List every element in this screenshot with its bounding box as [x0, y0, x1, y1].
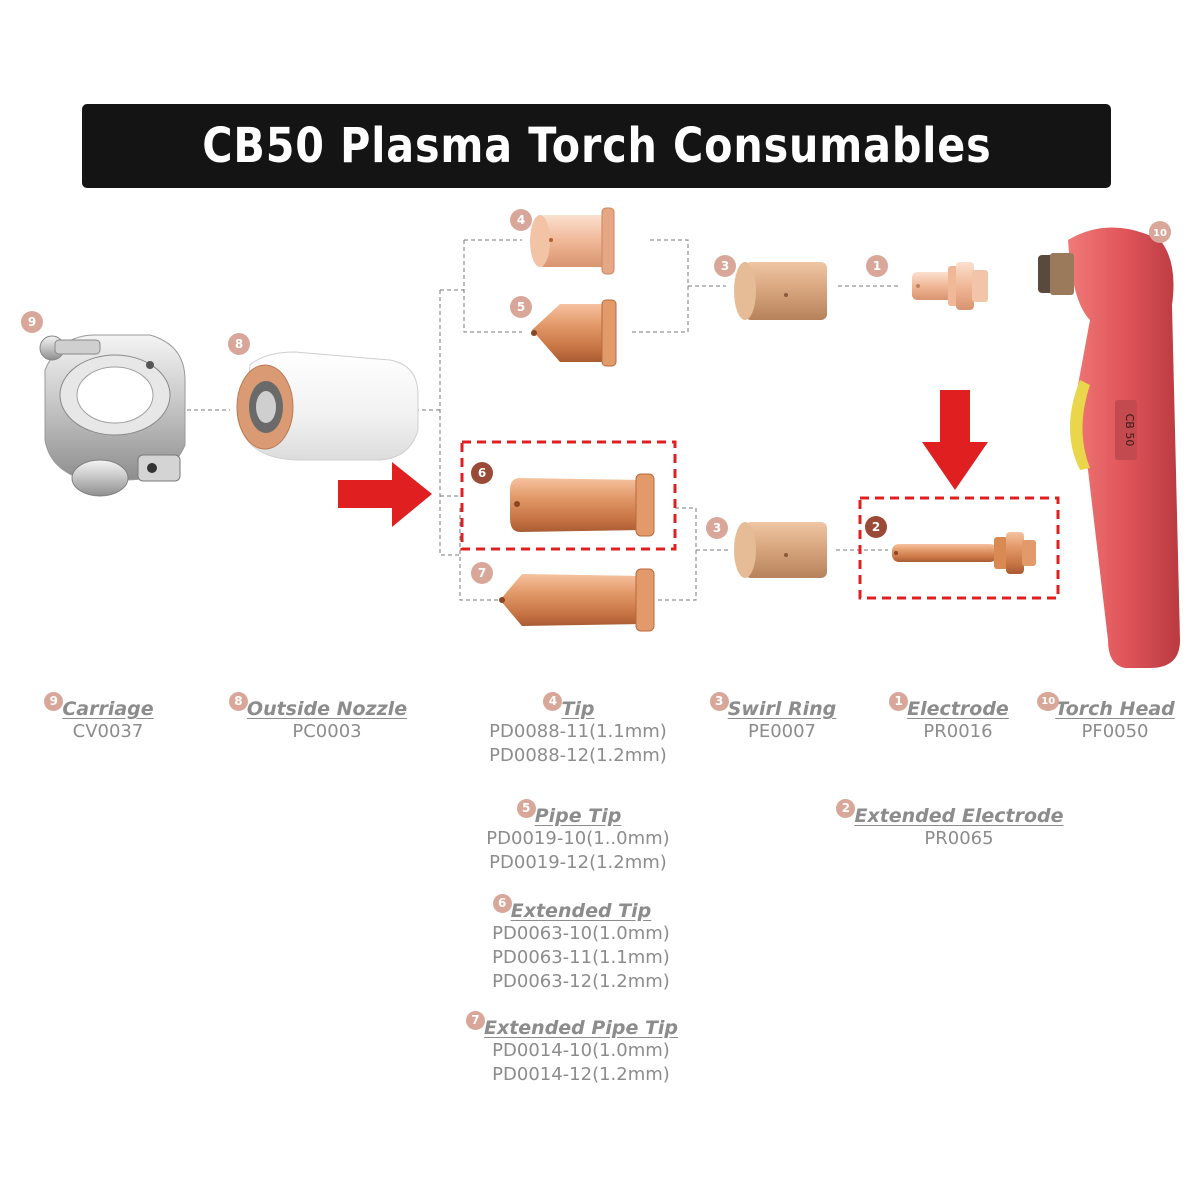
callout-badge: 2 — [865, 516, 887, 538]
tip-image — [530, 207, 615, 275]
svg-text:9: 9 — [28, 315, 36, 329]
legend-part-name: Tip — [561, 698, 595, 720]
svg-text:7: 7 — [478, 566, 486, 580]
svg-text:1: 1 — [873, 259, 881, 273]
svg-text:2: 2 — [872, 520, 880, 534]
arrow-right-icon — [338, 462, 432, 527]
extended-electrode-highlight — [858, 496, 1060, 600]
torch-head-image: CB 50 — [1038, 227, 1180, 668]
legend-part-name: Carriage — [62, 698, 154, 720]
svg-text:3: 3 — [721, 259, 729, 273]
legend-badge: 1 — [889, 692, 909, 711]
swirl-ring-top-image — [734, 262, 827, 320]
legend-badge: 6 — [492, 894, 512, 913]
carriage-image — [39, 334, 186, 497]
legend-part-name: Outside Nozzle — [246, 698, 408, 720]
callout-badge: 3 — [714, 255, 736, 277]
title-banner: CB50 Plasma Torch Consumables — [82, 104, 1111, 188]
legend-part-code: PD0088-12(1.2mm) — [489, 745, 667, 766]
legend-part-name: Torch Head — [1055, 698, 1175, 720]
legend-part-name: Extended Electrode — [854, 805, 1064, 827]
callout-badge: 3 — [706, 517, 728, 539]
callout-badge: 9 — [21, 311, 43, 333]
svg-text:8: 8 — [235, 337, 243, 351]
legend-part-code: CV0037 — [72, 721, 144, 742]
legend-badge: 9 — [44, 692, 64, 711]
svg-text:3: 3 — [713, 521, 721, 535]
legend-part-code: PD0014-12(1.2mm) — [492, 1064, 670, 1085]
svg-text:4: 4 — [517, 213, 525, 227]
legend-part-code: PD0019-10(1..0mm) — [486, 828, 670, 849]
electrode-image — [912, 262, 988, 310]
extended-electrode-image — [892, 532, 1036, 574]
legend-badge: 7 — [465, 1011, 485, 1030]
legend-badge: 8 — [228, 692, 248, 711]
legend-badge: 5 — [516, 799, 536, 818]
swirl-ring-bottom-image — [734, 522, 827, 578]
callout-badge: 4 — [510, 209, 532, 231]
extended-pipe-tip-image — [499, 568, 655, 632]
callout-badge: 10 — [1149, 221, 1171, 243]
svg-text:10: 10 — [1153, 228, 1167, 239]
legend-part-name: Extended Tip — [510, 900, 652, 922]
callout-badge: 5 — [510, 296, 532, 318]
legend-part-code: PD0063-12(1.2mm) — [492, 971, 670, 992]
pipe-tip-image — [531, 299, 617, 367]
callout-badge: 8 — [228, 333, 250, 355]
legend-part-name: Electrode — [907, 698, 1009, 720]
callout-badge: 7 — [471, 562, 493, 584]
extended-tip-highlight — [460, 440, 677, 551]
legend-badge: 10 — [1037, 692, 1060, 711]
legend-badge: 4 — [543, 692, 563, 711]
legend-part-code: PD0019-12(1.2mm) — [489, 852, 667, 873]
callout-badge: 6 — [471, 462, 493, 484]
legend-part-name: Swirl Ring — [727, 698, 837, 720]
legend-part-name: Pipe Tip — [534, 805, 622, 827]
legend-part-code: PD0088-11(1.1mm) — [489, 721, 667, 742]
legend-badge: 2 — [836, 799, 856, 818]
legend-part-name: Extended Pipe Tip — [483, 1017, 679, 1039]
legend-part-code: PC0003 — [292, 721, 362, 742]
torch-label: CB 50 — [1123, 414, 1136, 447]
legend-badge: 3 — [709, 692, 729, 711]
svg-text:5: 5 — [517, 300, 525, 314]
page-title: CB50 Plasma Torch Consumables — [201, 118, 992, 174]
legend-part-code: PD0063-11(1.1mm) — [492, 947, 670, 968]
legend-part-code: PR0016 — [923, 721, 993, 742]
outside-nozzle-image — [236, 351, 419, 461]
legend-part-code: PD0063-10(1.0mm) — [492, 923, 670, 944]
arrow-down-icon — [922, 390, 988, 490]
legend-part-code: PE0007 — [747, 721, 817, 742]
callout-badge: 1 — [866, 255, 888, 277]
legend-part-code: PR0065 — [924, 828, 994, 849]
connector-lines — [187, 239, 900, 601]
svg-text:6: 6 — [478, 466, 486, 480]
legend-part-code: PD0014-10(1.0mm) — [492, 1040, 670, 1061]
legend-part-code: PF0050 — [1081, 721, 1149, 742]
callout-badges: 4 5 3 1 10 9 8 6 3 2 7 — [21, 209, 1171, 584]
extended-tip-image — [510, 473, 655, 537]
